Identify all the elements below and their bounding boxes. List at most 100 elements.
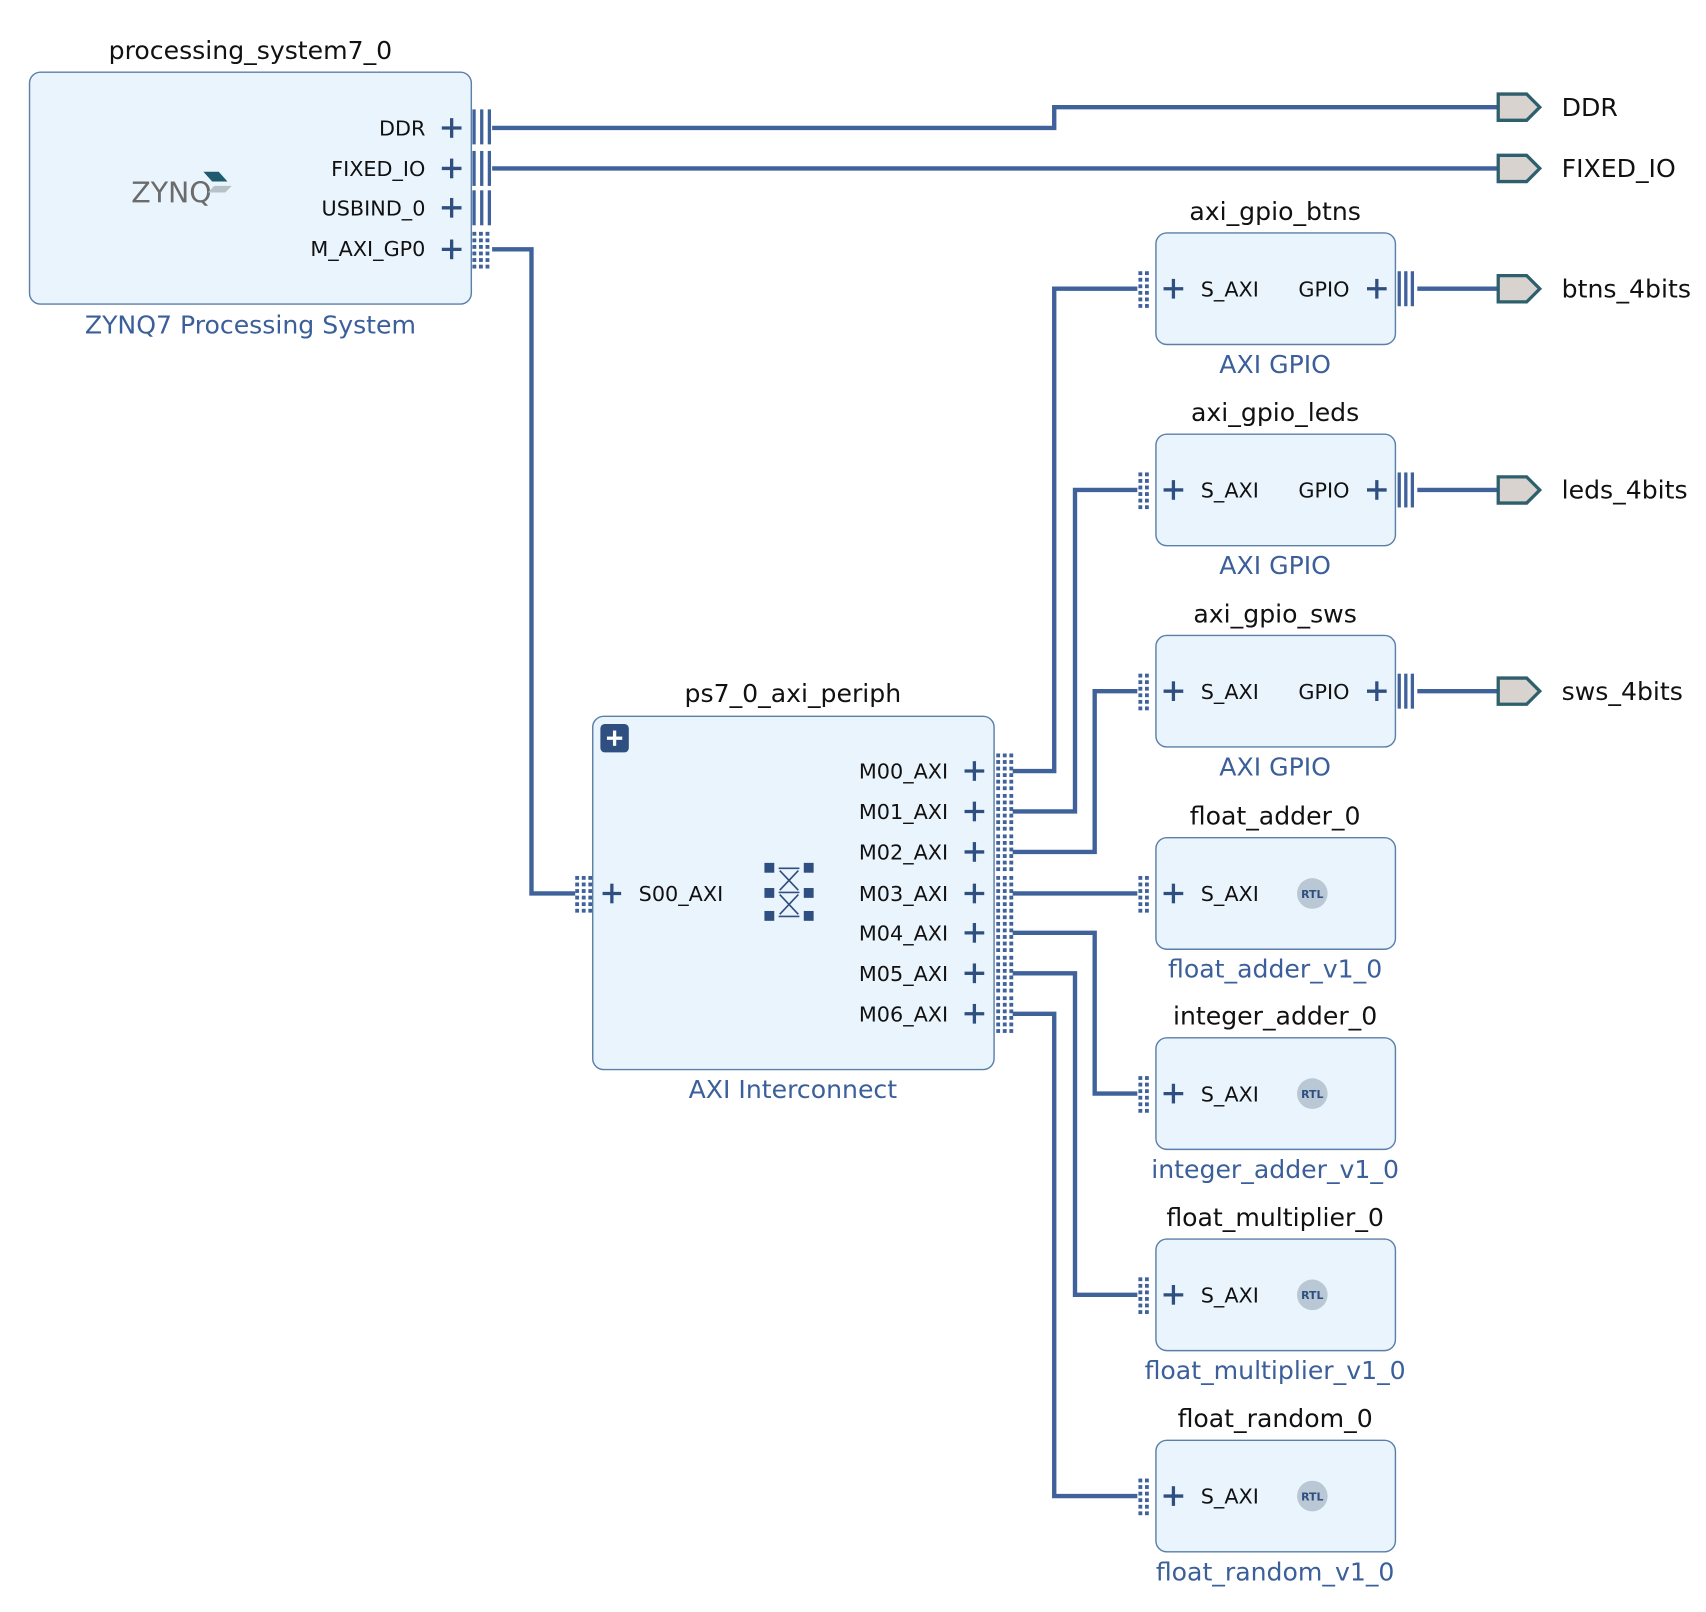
block-body[interactable] xyxy=(1155,1037,1397,1151)
external-port-label: leds_4bits xyxy=(1562,476,1688,505)
axi-port-s-axi-icon[interactable] xyxy=(1138,673,1149,711)
expand-port-icon[interactable] xyxy=(441,239,462,260)
external-port-ddr[interactable]: DDR xyxy=(1496,92,1618,122)
bus-port-connectors[interactable] xyxy=(472,109,492,269)
expand-port-icons[interactable] xyxy=(441,118,462,260)
port-m06-axi-label: M06_AXI xyxy=(859,1002,948,1026)
axi-port-m04-icon[interactable] xyxy=(996,915,1014,952)
bus-port-gpio-icon[interactable] xyxy=(1397,673,1415,709)
axi-port-s-axi-icon[interactable] xyxy=(1138,271,1149,308)
axi-port-m-axi-gp0-icon xyxy=(472,231,490,269)
expand-port-s-axi-icon[interactable] xyxy=(1163,1083,1184,1104)
expand-port-s00-icon[interactable] xyxy=(602,883,622,904)
block-body[interactable] xyxy=(1155,1439,1397,1553)
block-body[interactable] xyxy=(1155,232,1397,346)
expand-port-m01-icon[interactable] xyxy=(964,801,985,822)
port-gpio-label: GPIO xyxy=(1298,277,1349,301)
svg-text:ZYNQ: ZYNQ xyxy=(131,176,211,209)
wire-m02[interactable] xyxy=(1012,688,1138,855)
axi-port-s-axi-icon[interactable] xyxy=(1138,472,1149,510)
zynq-logo-icon: ZYNQ xyxy=(131,171,232,209)
wires xyxy=(492,105,1499,1499)
port-s-axi-label: S_AXI xyxy=(1201,1283,1259,1307)
expand-port-icon[interactable] xyxy=(441,158,462,179)
expand-port-gpio-icon[interactable] xyxy=(1366,681,1387,702)
external-port-sws-4bits[interactable]: sws_4bits xyxy=(1496,676,1683,706)
port-s00-axi-label: S00_AXI xyxy=(639,882,724,906)
expand-port-s-axi-icon[interactable] xyxy=(1163,480,1184,500)
axi-port-s-axi-icon[interactable] xyxy=(1138,1076,1149,1113)
port-m05-axi-label: M05_AXI xyxy=(859,962,948,986)
expand-port-m02-icon[interactable] xyxy=(964,842,985,862)
expand-port-s-axi-icon[interactable] xyxy=(1163,278,1184,299)
block-body[interactable] xyxy=(28,71,473,305)
block-ip-type: AXI GPIO xyxy=(1219,752,1331,781)
external-port-leds-4bits[interactable]: leds_4bits xyxy=(1496,475,1688,505)
port-gpio-label: GPIO xyxy=(1298,680,1349,704)
expand-port-s-axi-icon[interactable] xyxy=(1163,681,1184,702)
block-body[interactable] xyxy=(1155,1238,1397,1352)
axi-port-m03-icon[interactable] xyxy=(996,875,1014,913)
axi-port-m00-icon[interactable] xyxy=(996,753,1014,791)
expand-port-m00-icon[interactable] xyxy=(964,761,985,781)
axi-port-s-axi-icon[interactable] xyxy=(1138,1277,1149,1314)
axi-port-m01-icon[interactable] xyxy=(996,793,1014,831)
axi-port-s-axi-icon[interactable] xyxy=(1138,875,1149,913)
expand-port-icon[interactable] xyxy=(441,197,462,218)
wire-ddr[interactable] xyxy=(492,105,1499,131)
port-m-axi-gp0-label: M_AXI_GP0 xyxy=(310,237,425,261)
expand-port-m04-icon[interactable] xyxy=(964,923,985,943)
axi-port-s00-icon[interactable] xyxy=(575,875,593,913)
bus-port-fixed-io-icon xyxy=(472,150,492,186)
expand-port-m05-icon[interactable] xyxy=(964,963,985,984)
block-ip-type: AXI Interconnect xyxy=(689,1075,898,1104)
external-port-btns-4bits[interactable]: btns_4bits xyxy=(1496,273,1691,304)
block-body[interactable] xyxy=(1155,433,1397,547)
expand-port-gpio-icon[interactable] xyxy=(1366,480,1387,500)
block-instance-name: float_adder_0 xyxy=(1190,802,1361,831)
external-port-fixed-io[interactable]: FIXED_IO xyxy=(1496,153,1676,184)
wire-m-axi-gp0[interactable] xyxy=(492,247,576,896)
crossbar-icon xyxy=(764,862,814,921)
wire-m04[interactable] xyxy=(1012,930,1138,1096)
axi-port-m02-icon[interactable] xyxy=(996,834,1014,872)
expand-port-icon[interactable] xyxy=(441,118,462,138)
wire-m00[interactable] xyxy=(1012,286,1138,774)
axi-port-s-axi-icon[interactable] xyxy=(1138,1478,1149,1516)
bus-port-gpio-icon[interactable] xyxy=(1397,271,1415,307)
axi-port-m06-icon[interactable] xyxy=(996,996,1014,1033)
port-m04-axi-label: M04_AXI xyxy=(859,922,948,946)
axi-port-m05-icon[interactable] xyxy=(996,955,1014,993)
block-instance-name: ps7_0_axi_periph xyxy=(685,679,902,708)
port-m00-axi-label: M00_AXI xyxy=(859,760,948,784)
bus-port-usbind-icon xyxy=(472,190,492,226)
bus-port-gpio-icon[interactable] xyxy=(1397,472,1415,508)
wire-m06[interactable] xyxy=(1012,1011,1138,1499)
block-body[interactable] xyxy=(1155,634,1397,748)
expand-port-m03-icon[interactable] xyxy=(964,883,985,904)
expand-port-gpio-icon[interactable] xyxy=(1366,278,1387,299)
external-port-label: sws_4bits xyxy=(1562,677,1683,706)
expand-port-s-axi-icon[interactable] xyxy=(1163,1284,1184,1305)
block-instance-name: float_multiplier_0 xyxy=(1166,1203,1384,1232)
expand-port-s-axi-icon[interactable] xyxy=(1163,883,1184,904)
block-instance-name: integer_adder_0 xyxy=(1173,1002,1377,1031)
wire-m05[interactable] xyxy=(1012,971,1138,1298)
block-processing-system7[interactable]: processing_system7_0 ZYNQ DDR FIXED_IO U… xyxy=(28,36,492,340)
expand-port-s-axi-icon[interactable] xyxy=(1163,1486,1184,1506)
wire-m01[interactable] xyxy=(1012,487,1138,814)
block-body[interactable] xyxy=(1155,837,1397,950)
expand-hierarchy-button[interactable] xyxy=(600,723,629,753)
svg-text:RTL: RTL xyxy=(1301,888,1323,901)
expand-port-m06-icon[interactable] xyxy=(964,1003,985,1024)
